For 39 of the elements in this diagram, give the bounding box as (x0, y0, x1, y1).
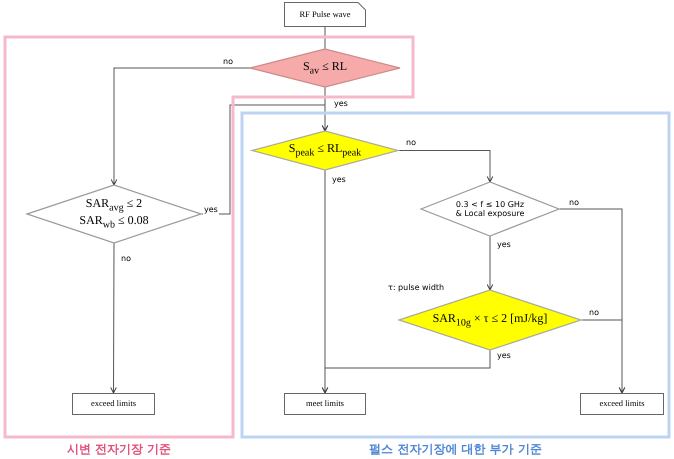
edge-label: yes (203, 205, 219, 215)
flow-arrow (200, 104, 328, 214)
edge-label: no (222, 57, 234, 67)
flow-arrow (110, 242, 117, 394)
decision-diamond (421, 182, 559, 236)
decision-diamond (250, 49, 400, 87)
edge-label: no (568, 198, 580, 208)
flow-arrow (110, 68, 250, 186)
edge-label: yes (496, 351, 512, 361)
edge-label: no (588, 308, 600, 318)
condition-text: SAR$_{wb}$ ≤ 0.08 (79, 214, 149, 231)
condition-text: SAR$_{avg}$ ≤ 2 (86, 197, 142, 214)
box-text: meet limits (306, 399, 344, 409)
decision-diamond (27, 185, 201, 243)
condition-text: S$_{peak}$ ≤ RL$_{peak}$ (288, 142, 362, 159)
flow-arrow (322, 350, 490, 394)
result-box (580, 393, 664, 415)
annotation-text: τ: pulse width (387, 283, 446, 293)
condition-text: S$_{av}$ ≤ RL (302, 60, 348, 76)
decision-diamond (252, 131, 398, 170)
box-text: exceed limits (90, 399, 136, 409)
edge-label: yes (333, 99, 349, 109)
decision-diamond (399, 290, 581, 350)
box-text: RF Pulse wave (300, 10, 350, 20)
edge-label: no (120, 254, 132, 264)
flow-arrow (486, 236, 494, 290)
condition-text: SAR$_{10g}$ × τ ≤ 2 [mJ/kg] (432, 312, 548, 328)
edge-label: yes (331, 175, 347, 185)
region-heading: 시변 전자기장 기준 (66, 441, 172, 458)
edge-label: no (405, 138, 417, 148)
flow-arrow (580, 320, 626, 394)
input-card (284, 2, 366, 27)
result-box (72, 393, 155, 415)
box-text: exceed limits (599, 399, 645, 409)
flow-arrow (398, 150, 494, 182)
result-box (284, 393, 366, 415)
region-heading: 펄스 전자기장에 대한 부가 기준 (369, 441, 542, 458)
condition-text: 0.3 < f ≤ 10 GHz & Local exposure (455, 200, 525, 218)
edge-label: yes (496, 240, 512, 250)
